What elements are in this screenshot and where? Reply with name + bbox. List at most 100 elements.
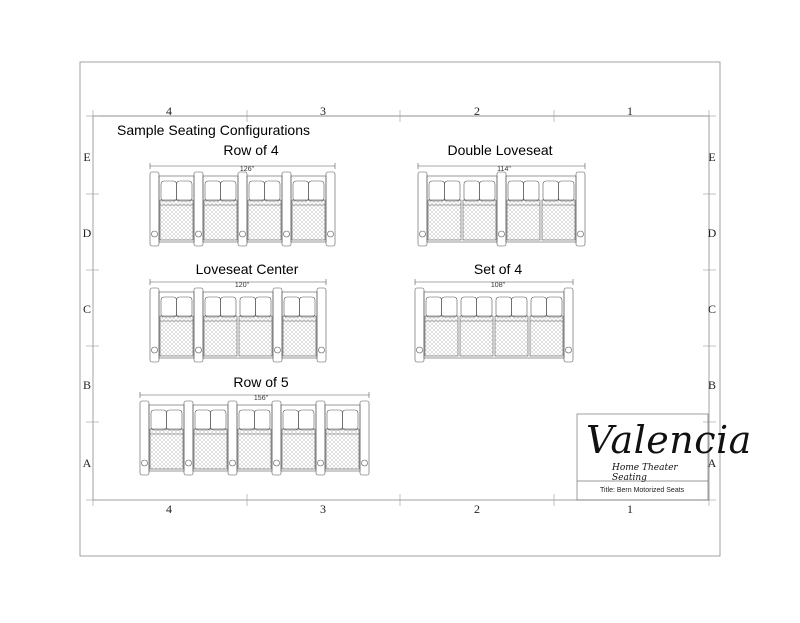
seat-cushion bbox=[203, 199, 238, 241]
headrest-cushion bbox=[326, 409, 343, 431]
cupholder-icon bbox=[416, 346, 423, 354]
armrest bbox=[325, 171, 336, 247]
cupholder-icon bbox=[565, 346, 572, 354]
seat-cushion bbox=[281, 428, 316, 470]
headrest-cushion bbox=[176, 180, 193, 202]
seat-cushion bbox=[282, 315, 317, 357]
column-number-bottom: 3 bbox=[320, 502, 326, 516]
cupholder-icon bbox=[151, 346, 158, 354]
cupholder-icon bbox=[195, 346, 202, 354]
seating-config-row5 bbox=[139, 392, 370, 476]
headrest-cushion bbox=[282, 409, 299, 431]
cupholder-icon bbox=[273, 459, 280, 467]
row-letter-left: E bbox=[83, 150, 91, 164]
headrest-cushion bbox=[558, 180, 575, 202]
cupholder-icon bbox=[229, 459, 236, 467]
outer-border bbox=[79, 61, 721, 557]
seat-cushion bbox=[193, 428, 228, 470]
cupholder-icon bbox=[317, 459, 324, 467]
row-letter-right: B bbox=[707, 378, 716, 392]
column-number-bottom: 2 bbox=[474, 502, 480, 516]
headrest-cushion bbox=[160, 296, 177, 318]
cupholder-icon bbox=[577, 230, 584, 238]
cupholder-icon bbox=[195, 230, 202, 238]
cupholder-icon bbox=[419, 230, 426, 238]
config-title-double-loveseat: Double Loveseat bbox=[447, 142, 553, 158]
column-number-top: 4 bbox=[166, 104, 172, 118]
armrest bbox=[575, 171, 586, 247]
seat-cushion bbox=[237, 428, 272, 470]
headrest-cushion bbox=[441, 296, 458, 318]
row-letter-right: D bbox=[707, 226, 717, 240]
headrest-cushion bbox=[428, 180, 445, 202]
seat-cushion bbox=[291, 199, 326, 241]
dimension-label: 126" bbox=[239, 166, 255, 173]
row-letter-left: D bbox=[82, 226, 92, 240]
headrest-cushion bbox=[210, 409, 227, 431]
headrest-cushion bbox=[546, 296, 563, 318]
headrest-cushion bbox=[308, 180, 325, 202]
cupholder-icon bbox=[274, 346, 281, 354]
headrest-cushion bbox=[254, 409, 271, 431]
armrest bbox=[316, 287, 327, 363]
seat-cushion bbox=[149, 428, 184, 470]
dimension-label: 120" bbox=[234, 282, 250, 289]
headrest-cushion bbox=[425, 296, 442, 318]
cupholder-icon bbox=[185, 459, 192, 467]
headrest-cushion bbox=[298, 409, 315, 431]
headrest-cushion bbox=[299, 296, 316, 318]
seating-config-lcenter bbox=[149, 279, 327, 363]
config-title-set-of-4: Set of 4 bbox=[473, 261, 523, 277]
headrest-cushion bbox=[166, 409, 183, 431]
headrest-cushion bbox=[507, 180, 524, 202]
headrest-cushion bbox=[342, 409, 359, 431]
seat-cushion bbox=[325, 428, 360, 470]
row-letter-right: E bbox=[708, 150, 716, 164]
headrest-cushion bbox=[204, 296, 221, 318]
cupholder-icon bbox=[498, 230, 505, 238]
row-letter-right: A bbox=[707, 456, 717, 470]
headrest-cushion bbox=[542, 180, 559, 202]
headrest-cushion bbox=[220, 296, 237, 318]
valencia-logo: Valencia bbox=[586, 418, 752, 462]
headrest-cushion bbox=[292, 180, 309, 202]
column-number-top: 3 bbox=[320, 104, 326, 118]
armrest bbox=[563, 287, 574, 363]
config-title-loveseat-center: Loveseat Center bbox=[195, 261, 299, 277]
sheet-title: Sample Seating Configurations bbox=[117, 122, 311, 138]
seat-cushion bbox=[424, 315, 459, 357]
headrest-cushion bbox=[160, 180, 177, 202]
drawing-title: Title: Bern Motorized Seats bbox=[600, 487, 685, 494]
headrest-cushion bbox=[239, 296, 256, 318]
headrest-cushion bbox=[523, 180, 540, 202]
seating-config-double bbox=[417, 163, 586, 247]
headrest-cushion bbox=[176, 296, 193, 318]
seat-cushion bbox=[459, 315, 494, 357]
row-letter-left: C bbox=[82, 302, 91, 316]
seat-cushion bbox=[529, 315, 564, 357]
config-title-row-of-5: Row of 5 bbox=[233, 374, 289, 390]
row-letter-right: C bbox=[707, 302, 716, 316]
headrest-cushion bbox=[204, 180, 221, 202]
seat-cushion bbox=[159, 199, 194, 241]
headrest-cushion bbox=[283, 296, 300, 318]
dimension-label: 108" bbox=[490, 282, 506, 289]
headrest-cushion bbox=[248, 180, 265, 202]
cupholder-icon bbox=[327, 230, 334, 238]
row-letter-left: A bbox=[82, 456, 92, 470]
headrest-cushion bbox=[264, 180, 281, 202]
seat-cushion bbox=[238, 315, 273, 357]
cupholder-icon bbox=[361, 459, 368, 467]
seat-cushion bbox=[462, 199, 497, 241]
headrest-cushion bbox=[255, 296, 272, 318]
headrest-cushion bbox=[530, 296, 547, 318]
headrest-cushion bbox=[150, 409, 167, 431]
headrest-cushion bbox=[444, 180, 461, 202]
seat-cushion bbox=[494, 315, 529, 357]
headrest-cushion bbox=[495, 296, 512, 318]
headrest-cushion bbox=[511, 296, 528, 318]
cupholder-icon bbox=[151, 230, 158, 238]
headrest-cushion bbox=[220, 180, 237, 202]
column-number-bottom: 1 bbox=[627, 502, 633, 516]
